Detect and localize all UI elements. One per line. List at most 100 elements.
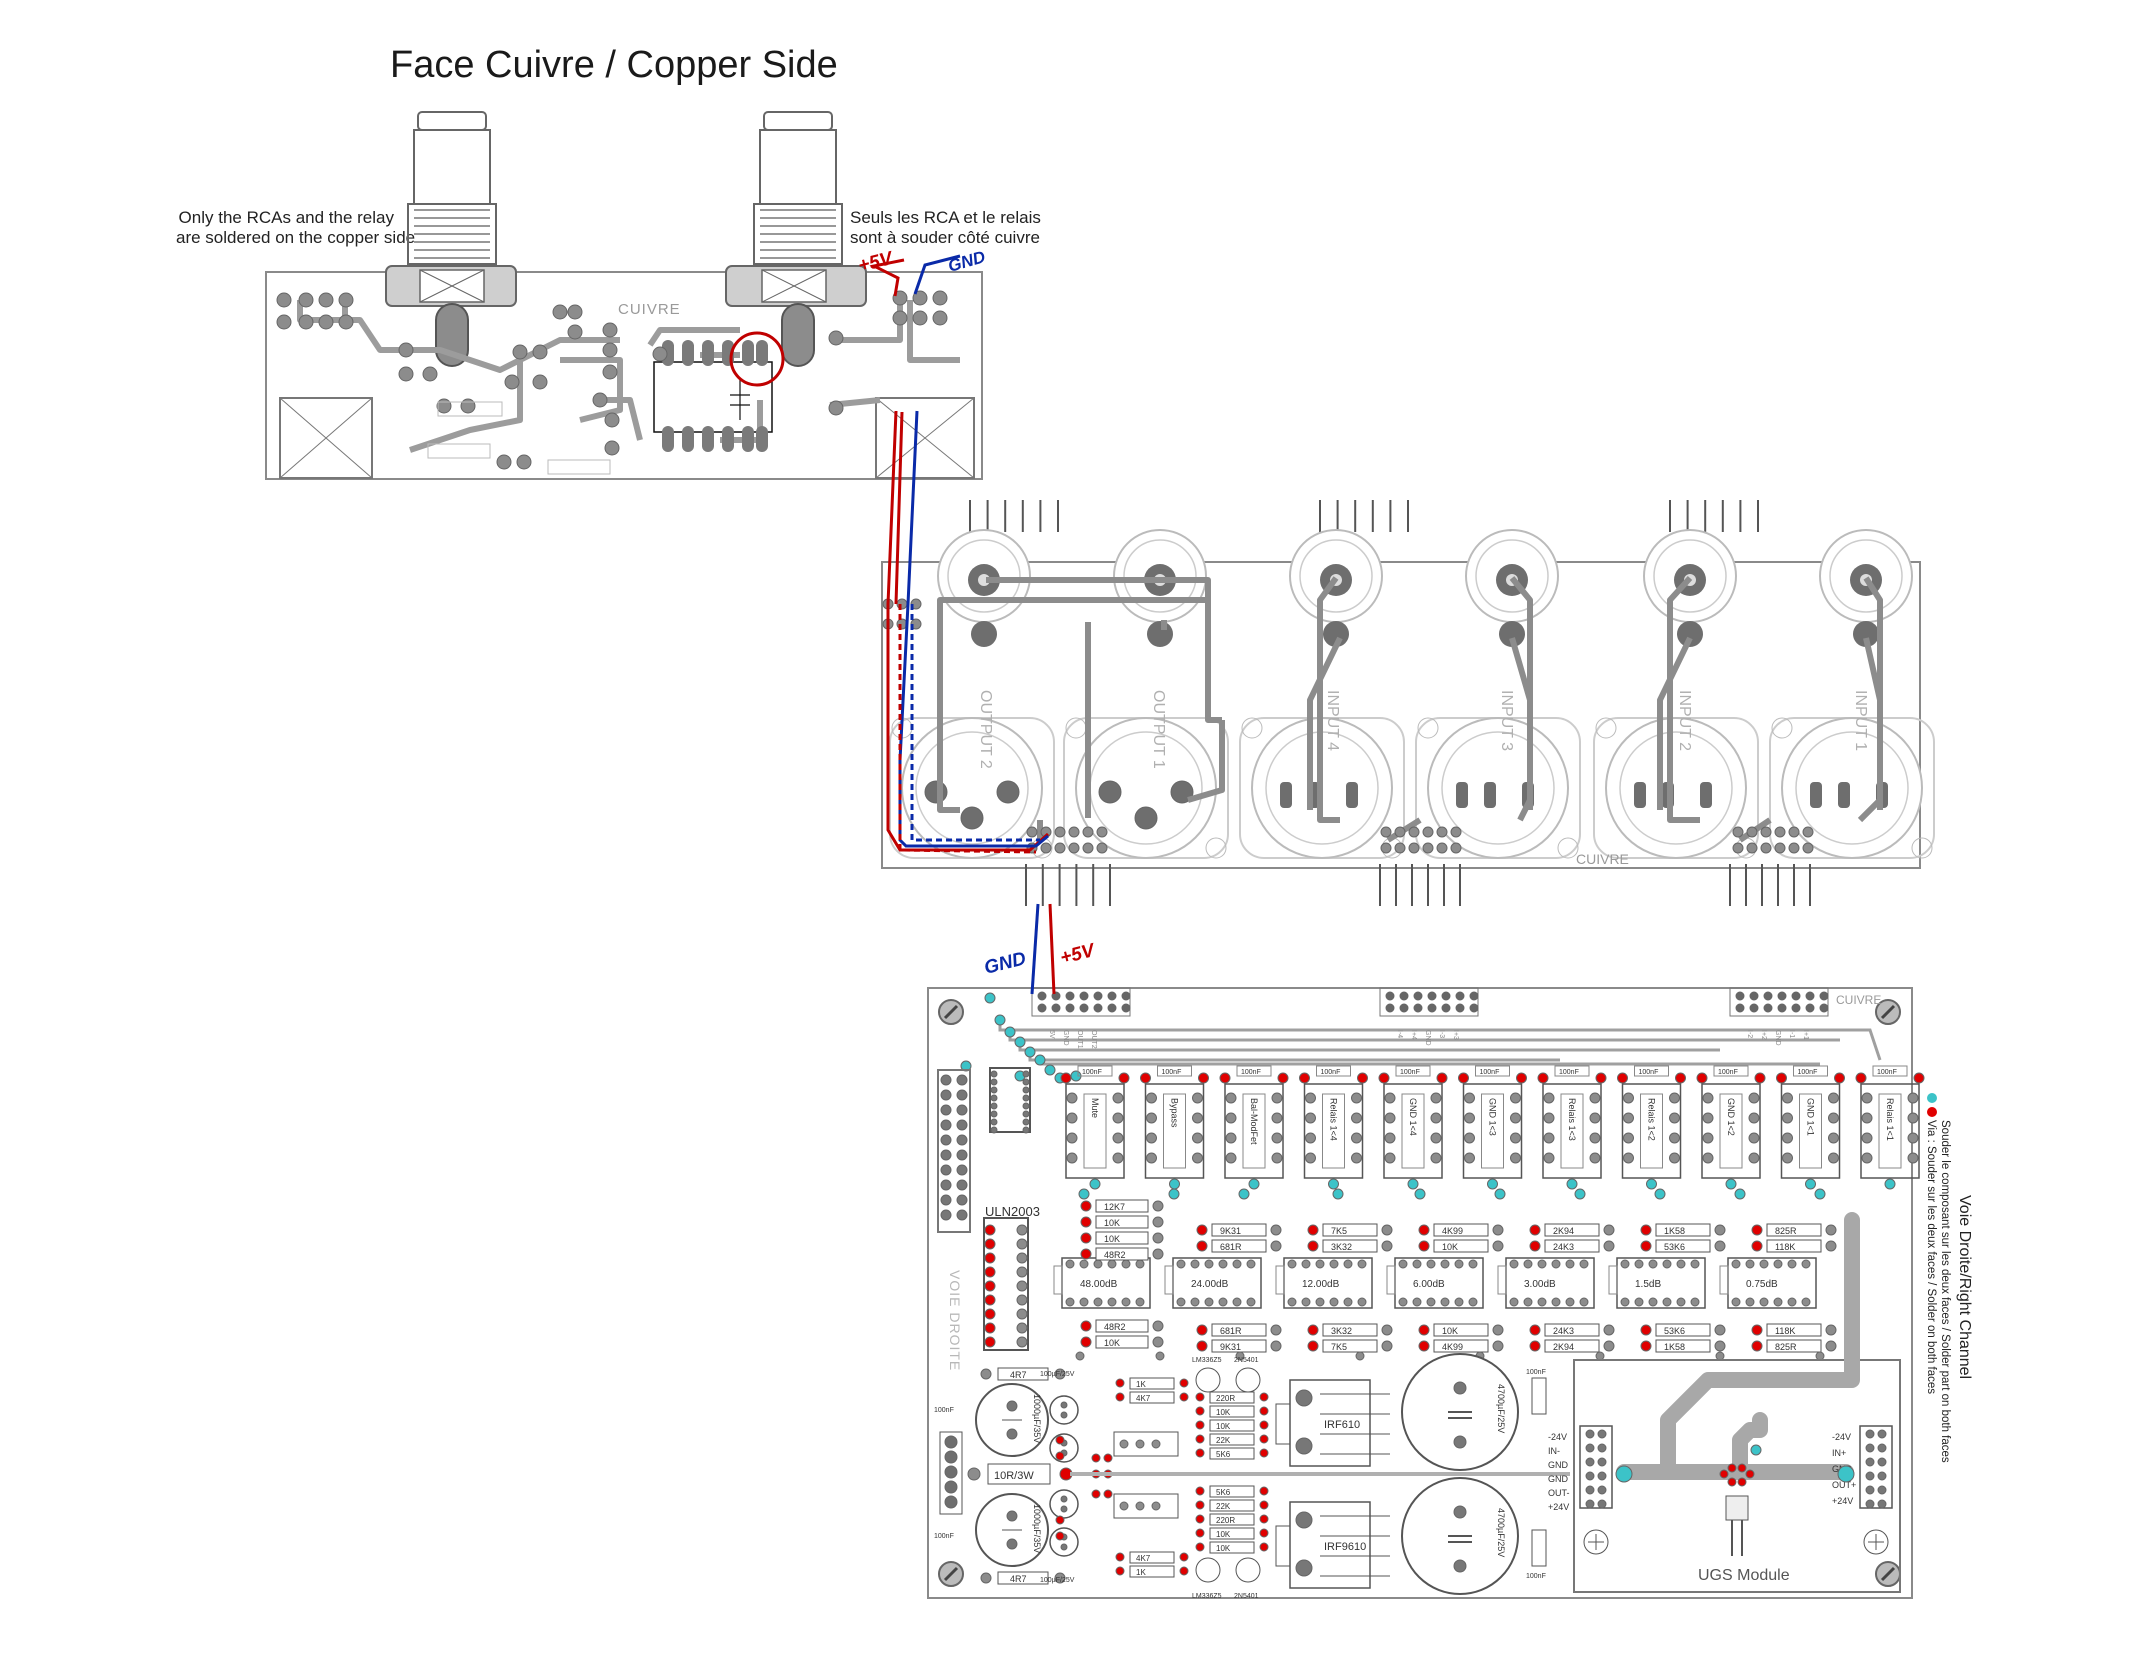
psu-small-resistor-label: 10K	[1216, 1408, 1231, 1417]
relay-body	[1780, 1083, 1841, 1179]
pad	[1662, 1297, 1672, 1307]
pad	[1788, 842, 1800, 854]
pad	[1179, 1378, 1189, 1388]
pad	[944, 1465, 958, 1479]
pad	[1054, 1368, 1066, 1380]
small-cap	[1049, 1395, 1079, 1425]
pad	[1384, 1132, 1396, 1144]
to92-package	[1235, 1557, 1261, 1583]
pad	[1464, 1132, 1475, 1144]
pad	[1450, 826, 1462, 838]
pad	[1702, 1112, 1714, 1124]
pad	[1051, 1003, 1061, 1013]
relay-body	[1144, 1083, 1205, 1179]
pad	[1430, 1132, 1442, 1144]
pad	[984, 1238, 996, 1250]
pad	[1135, 1501, 1145, 1511]
resistor	[1433, 1323, 1489, 1337]
resistor-label: 7K5	[1331, 1342, 1347, 1352]
pad	[1865, 1485, 1875, 1495]
resistor	[1209, 1447, 1255, 1460]
pad	[1118, 1072, 1130, 1084]
pad	[980, 1572, 992, 1584]
pad	[984, 1308, 996, 1320]
pad	[1016, 1252, 1028, 1264]
pad	[1676, 1297, 1686, 1307]
pad	[1022, 1102, 1030, 1110]
pad	[1151, 1439, 1161, 1449]
pad	[1788, 826, 1800, 838]
pad	[1259, 1448, 1269, 1458]
relay-cap-label: 100nF	[1639, 1069, 1659, 1076]
xlr-hole	[1241, 717, 1263, 739]
pad	[1357, 1297, 1367, 1307]
reservoir-label: 4700µF/25V	[1496, 1384, 1506, 1433]
relay-cap	[1157, 1065, 1192, 1077]
pad	[1589, 1152, 1601, 1164]
pad	[967, 1467, 981, 1481]
pad	[1468, 1297, 1478, 1307]
pad	[1055, 1435, 1065, 1445]
resistor	[1209, 1541, 1255, 1554]
pad	[1351, 1112, 1362, 1124]
pad	[1384, 1092, 1396, 1104]
ugs-connector-right	[1859, 1425, 1893, 1509]
pad	[1060, 1072, 1072, 1084]
pad	[1112, 1112, 1124, 1124]
xlr-hole	[1911, 837, 1933, 859]
pad	[1068, 842, 1080, 854]
resistor	[1544, 1323, 1600, 1337]
pad	[924, 780, 948, 804]
pad	[1543, 1152, 1555, 1164]
pad	[1006, 1428, 1018, 1440]
pad	[1098, 780, 1122, 804]
pad	[1745, 1259, 1755, 1269]
pad	[1579, 1259, 1589, 1269]
relay-cap	[1077, 1065, 1113, 1077]
ugs-connector-left	[1579, 1425, 1613, 1509]
pad	[1192, 1112, 1203, 1124]
resistor	[1209, 1485, 1255, 1498]
pad	[1066, 1132, 1078, 1144]
ugs-pin-label-right: IN+	[1832, 1448, 1846, 1458]
relay-label: Mute	[1090, 1098, 1100, 1118]
relay-cap	[1713, 1065, 1749, 1077]
pad	[1537, 1259, 1547, 1269]
pad	[1044, 1064, 1056, 1076]
resistor	[1433, 1339, 1489, 1353]
pad	[1801, 1297, 1811, 1307]
to92-package	[1235, 1367, 1261, 1393]
pad	[1034, 1054, 1046, 1066]
pad	[1152, 1200, 1164, 1212]
pad	[1907, 1132, 1919, 1144]
cap-small-label: 100µF/25V	[1040, 1577, 1075, 1584]
pad	[1825, 1224, 1837, 1236]
pad	[1623, 1112, 1634, 1124]
pad	[1246, 1297, 1256, 1307]
resistor	[1433, 1239, 1489, 1253]
pad	[1016, 1336, 1028, 1348]
pad	[1259, 1528, 1269, 1538]
pad	[1380, 842, 1392, 854]
pad	[1777, 1003, 1787, 1013]
resistor	[1095, 1319, 1149, 1333]
pad	[940, 1194, 952, 1206]
pad	[1802, 842, 1814, 854]
pad	[1855, 1072, 1867, 1084]
pad	[1232, 1297, 1242, 1307]
relay-inner	[1878, 1093, 1902, 1169]
pad	[1259, 1486, 1269, 1496]
to92-package	[1195, 1367, 1221, 1393]
pad	[1714, 1224, 1726, 1236]
pad	[1112, 1132, 1124, 1144]
pad	[1121, 1259, 1131, 1269]
relay-label: Relais 1<4	[1329, 1098, 1339, 1141]
pad	[1615, 1465, 1633, 1483]
pad	[1271, 1092, 1283, 1104]
pad	[1603, 1340, 1615, 1352]
header-pin-label: OUT2	[1090, 1030, 1097, 1049]
pad	[1115, 1566, 1125, 1576]
pad	[1585, 1499, 1595, 1509]
pad	[940, 1074, 952, 1086]
legend-pad-dot	[1927, 1107, 1937, 1117]
